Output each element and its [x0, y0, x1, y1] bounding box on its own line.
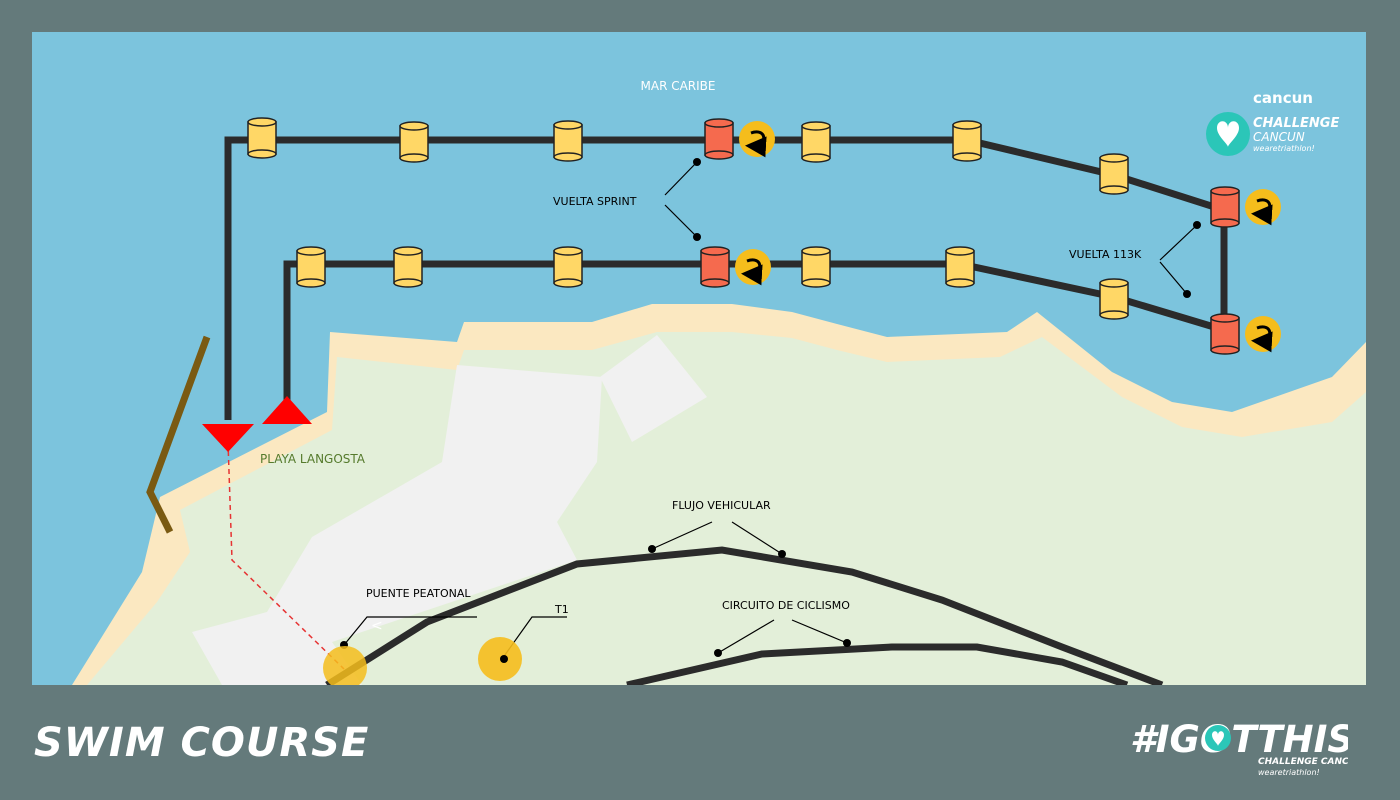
swim-start-marker [262, 396, 312, 424]
logo-city: cancun [1253, 89, 1313, 107]
heart-icon-small [1212, 731, 1224, 746]
t1-label: T1 [554, 603, 569, 616]
beach-label: PLAYA LANGOSTA [260, 452, 366, 466]
challenge-cancun-logo: cancun CHALLENGE CANCUN wearetriathlon! [1206, 89, 1339, 156]
bridge-marker [323, 646, 367, 685]
outer-buoy-4 [704, 118, 734, 160]
inner-buoy-5 [801, 246, 831, 288]
bridge-label: PUENTE PEATONAL [366, 587, 471, 600]
callout-dots [340, 158, 1201, 657]
inner-buoy-4 [700, 246, 730, 288]
bridge-arrow-icon: < [371, 618, 383, 634]
hashtag-text: #IGOTTHIS [1130, 718, 1348, 761]
swim-course-outer [224, 136, 1228, 420]
outer-turn-arrow-icon-8 [1245, 189, 1281, 226]
t1-dot [500, 655, 508, 663]
page-title: SWIM COURSE [34, 720, 370, 766]
inner-buoy-2 [393, 246, 423, 288]
buoys-inner-row [296, 246, 1281, 355]
inner-buoy-7 [1099, 278, 1129, 320]
inner-turn-arrow-icon-4 [735, 249, 771, 286]
logo-event-city: CANCUN [1253, 130, 1305, 144]
buoys-outer-row [247, 117, 1281, 228]
urban-block-large [192, 365, 602, 685]
swim-exit-marker [202, 424, 254, 452]
badge-tagline: wearetriathlon! [1258, 768, 1320, 777]
outer-buoy-2 [399, 121, 429, 163]
map-canvas: < MAR CARIBE PLAYA LANGOSTA VUELTA SPRIN… [32, 32, 1366, 685]
traffic-label: FLUJO VEHICULAR [672, 499, 771, 512]
outer-buoy-7 [1099, 153, 1129, 195]
inner-buoy-1 [296, 246, 326, 288]
outer-turn-arrow-icon-4 [739, 121, 775, 158]
outer-buoy-5 [801, 121, 831, 163]
long-turn-label: VUELTA 113K [1069, 248, 1142, 261]
logo-event: CHALLENGE [1253, 116, 1339, 131]
inner-buoy-6 [945, 246, 975, 288]
sea-label: MAR CARIBE [641, 79, 716, 93]
cycling-label: CIRCUITO DE CICLISMO [722, 599, 850, 612]
transition-route [227, 441, 345, 670]
cycling-road [626, 643, 1129, 685]
vehicle-road [325, 546, 1164, 685]
heart-icon [1217, 121, 1239, 147]
sprint-turn-label: VUELTA SPRINT [553, 195, 637, 208]
swim-course-map: < MAR CARIBE PLAYA LANGOSTA VUELTA SPRIN… [32, 32, 1366, 685]
outer-buoy-6 [952, 120, 982, 162]
outer-buoy-3 [553, 120, 583, 162]
urban-block-small [600, 335, 707, 442]
outer-buoy-1 [247, 117, 277, 159]
badge-event: CHALLENGE CANCUN [1258, 757, 1348, 767]
inner-buoy-3 [553, 246, 583, 288]
inner-buoy-8 [1210, 313, 1240, 355]
logo-tagline: wearetriathlon! [1253, 144, 1315, 153]
outer-buoy-8 [1210, 186, 1240, 228]
inner-turn-arrow-icon-8 [1245, 316, 1281, 353]
breakwater [146, 335, 211, 534]
igotthis-badge: #IGOTTHIS CHALLENGE CANCUN wearetriathlo… [1128, 712, 1364, 782]
